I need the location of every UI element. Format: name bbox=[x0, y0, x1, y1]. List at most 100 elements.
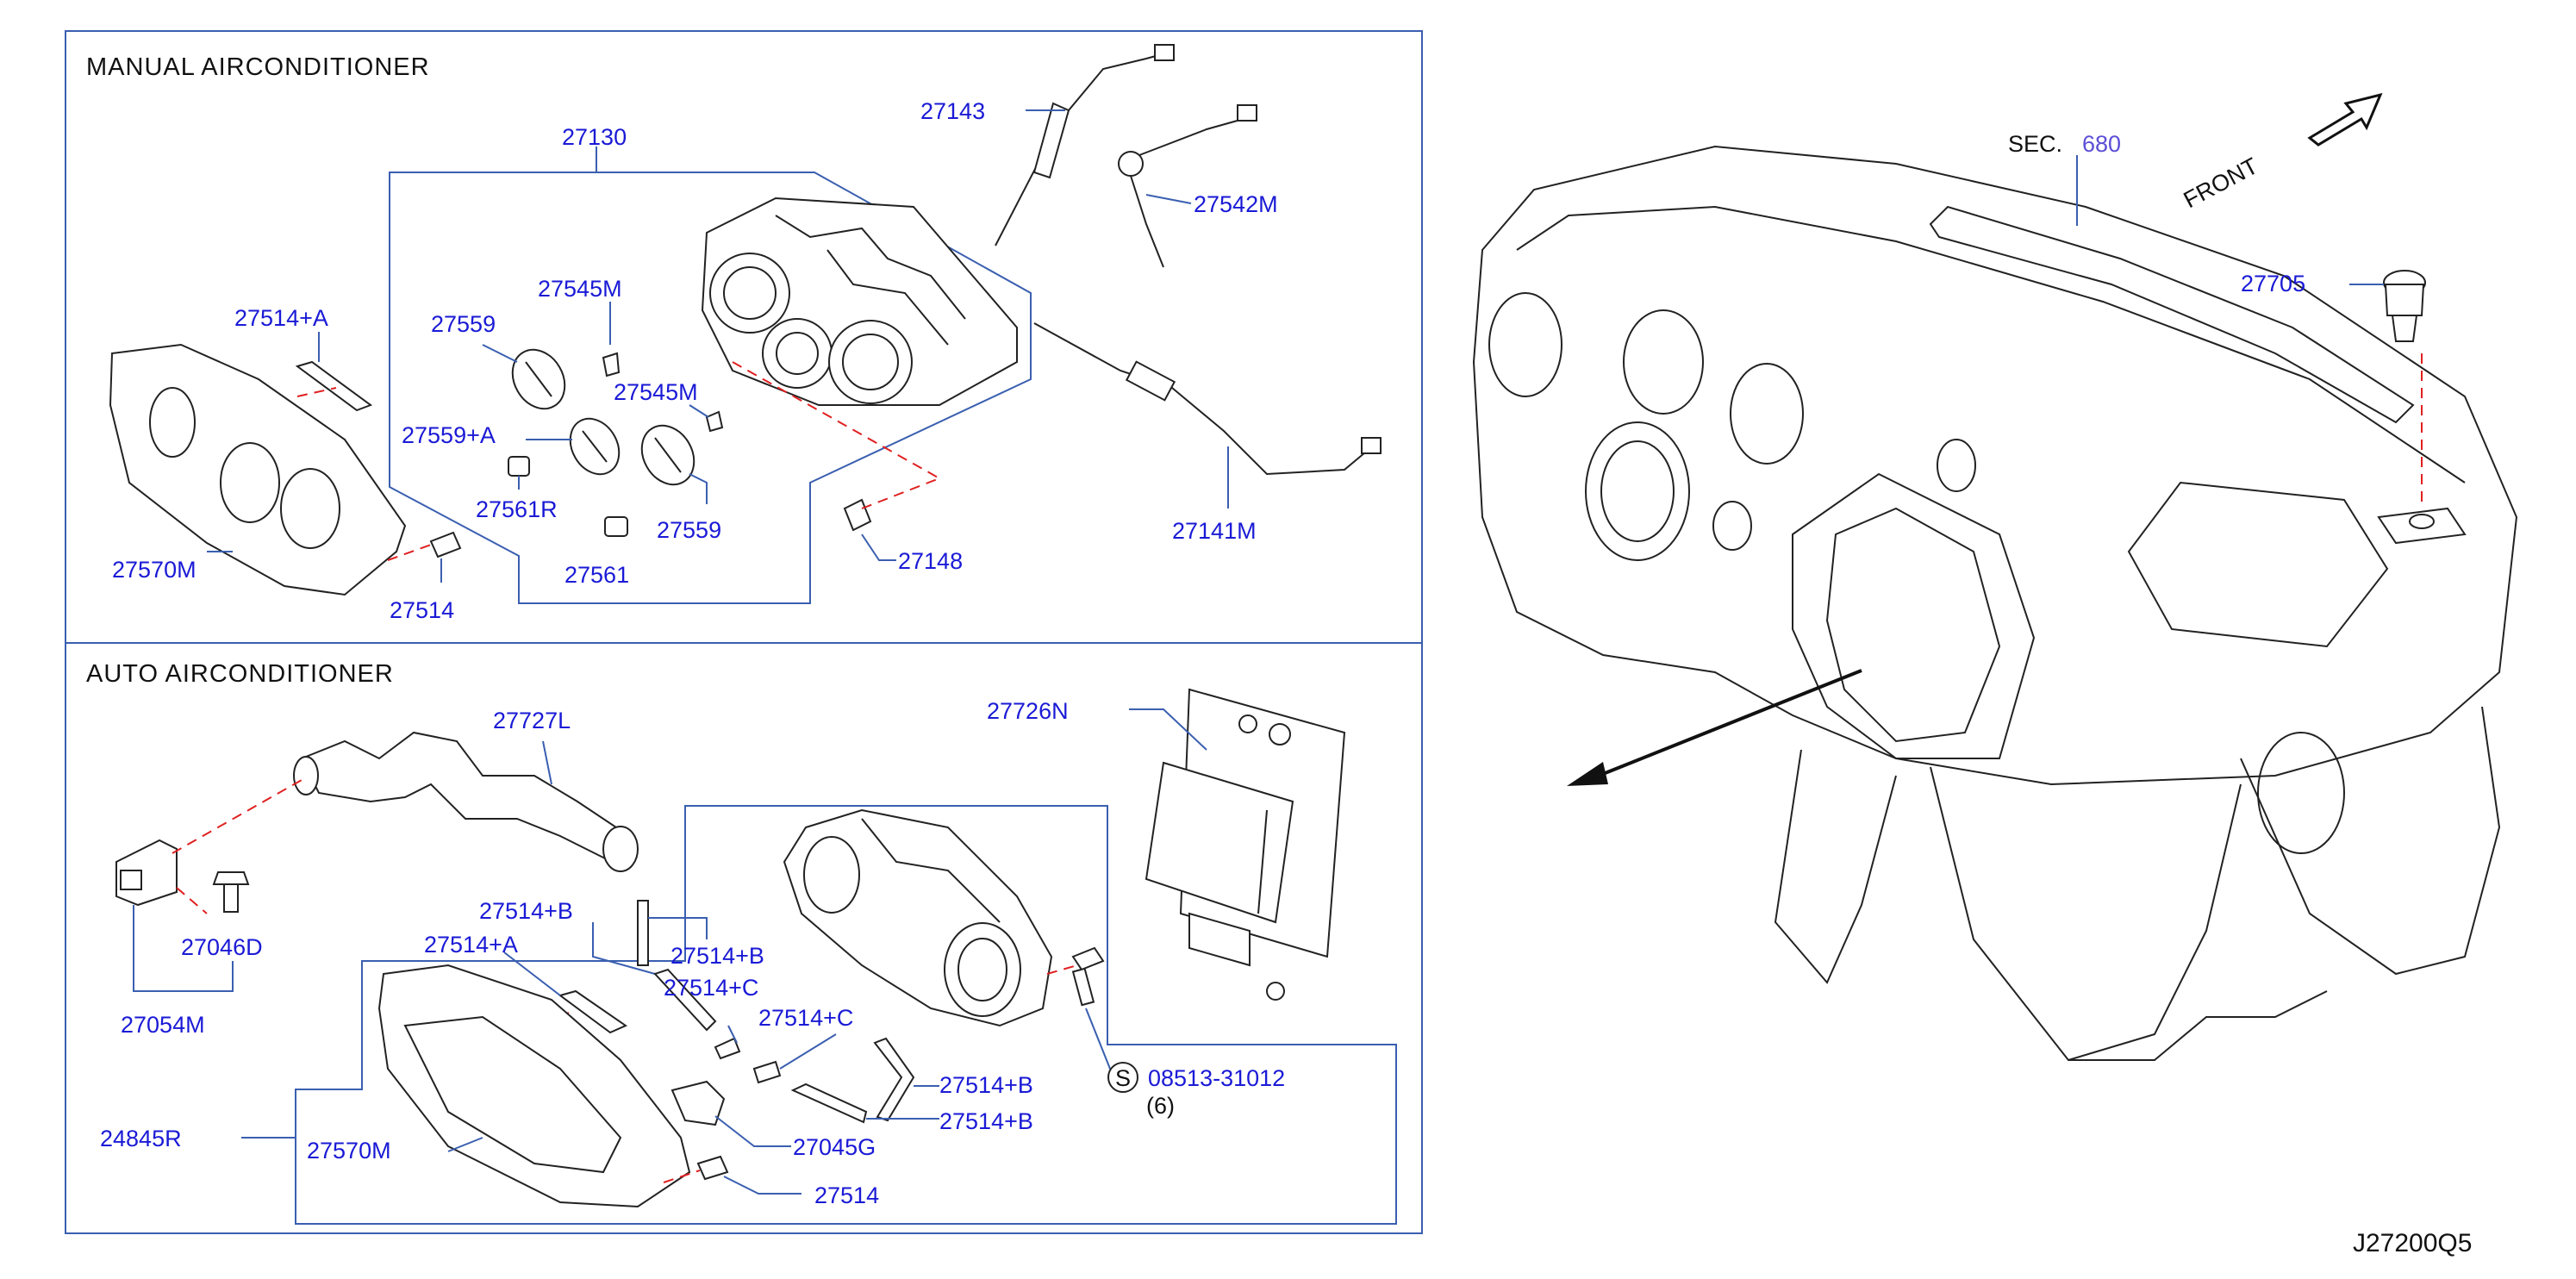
part-27561 bbox=[604, 516, 628, 537]
leader-27514C-lower bbox=[779, 1033, 837, 1070]
auto-section-frame bbox=[65, 642, 1423, 1234]
sensor-27542M bbox=[1118, 104, 1257, 268]
label-screw-qty: (6) bbox=[1146, 1093, 1175, 1119]
leader-27726N bbox=[1129, 708, 1207, 751]
module-27726N bbox=[1145, 688, 1346, 1001]
guide-27514A-manual bbox=[296, 387, 337, 397]
label-27143: 27143 bbox=[920, 98, 985, 124]
label-27559-upper: 27559 bbox=[431, 311, 496, 337]
label-27705: 27705 bbox=[2241, 271, 2305, 296]
screw-symbol-circle bbox=[1107, 1062, 1138, 1093]
part-27514B-upper bbox=[637, 900, 649, 966]
auto-section-title: AUTO AIRCONDITIONER bbox=[86, 660, 394, 688]
part-27514-auto bbox=[696, 1155, 729, 1181]
label-27559-lower: 27559 bbox=[657, 517, 721, 543]
part-27045G bbox=[671, 1080, 726, 1126]
part-27148 bbox=[843, 498, 872, 532]
label-27727L: 27727L bbox=[493, 708, 571, 733]
leader-27148 bbox=[861, 533, 896, 561]
part-27545M-upper bbox=[602, 352, 621, 377]
label-screw-part: 08513-31012 bbox=[1148, 1065, 1285, 1091]
guide-27148 bbox=[732, 361, 942, 509]
label-27046D: 27046D bbox=[181, 934, 263, 960]
leader-27727L bbox=[542, 740, 552, 785]
label-27045G: 27045G bbox=[793, 1134, 876, 1160]
guide-27046D bbox=[176, 887, 208, 914]
label-27514-manual: 27514 bbox=[390, 597, 454, 623]
cable-27141M bbox=[1033, 322, 1382, 476]
guide-27514-manual bbox=[387, 544, 432, 561]
label-27514C-upper: 27514+C bbox=[664, 975, 758, 1001]
guide-27514-auto bbox=[663, 1170, 701, 1183]
leader-screw bbox=[1085, 1008, 1113, 1074]
part-27514C-upper bbox=[653, 968, 717, 1032]
label-27514C-lower: 27514+C bbox=[758, 1005, 853, 1031]
leader-27559-upper bbox=[482, 344, 518, 363]
leader-27045G bbox=[714, 1115, 791, 1147]
label-27545M-upper: 27545M bbox=[538, 276, 622, 302]
direction-arrow bbox=[1567, 669, 1862, 786]
sec-label: SEC. bbox=[2008, 131, 2062, 157]
label-27514B-right-upper: 27514+B bbox=[671, 943, 764, 969]
guide-screw bbox=[1046, 964, 1078, 975]
part-27514A-auto bbox=[558, 989, 628, 1034]
label-27542M: 27542M bbox=[1194, 191, 1278, 217]
cable-27143 bbox=[995, 44, 1175, 246]
leader-27514-auto bbox=[723, 1176, 801, 1195]
part-27514A-manual bbox=[295, 360, 373, 412]
part-27514B-bottom bbox=[790, 1082, 868, 1124]
part-27514C-lower bbox=[752, 1060, 782, 1084]
part-27514B-right bbox=[873, 1037, 915, 1122]
instrument-panel bbox=[1472, 145, 2518, 1062]
knob-27559A bbox=[569, 417, 621, 476]
part-27545M-lower bbox=[705, 410, 724, 433]
label-27570M-manual: 27570M bbox=[112, 557, 196, 583]
label-27514B-left: 27514+B bbox=[479, 898, 573, 924]
label-27054M: 27054M bbox=[121, 1012, 205, 1038]
heater-control-unit-manual bbox=[701, 197, 1018, 406]
leader-27570M-auto bbox=[447, 1137, 483, 1152]
label-27545M-lower: 27545M bbox=[614, 379, 698, 405]
sensor-27054M bbox=[115, 839, 178, 907]
leader-27542M bbox=[1145, 194, 1192, 204]
leader-27514A-auto bbox=[503, 951, 561, 996]
label-27514B-right-lower: 27514+B bbox=[939, 1108, 1033, 1134]
label-27141M: 27141M bbox=[1172, 518, 1257, 544]
label-27726N: 27726N bbox=[987, 698, 1069, 724]
label-27514A-auto: 27514+A bbox=[424, 932, 518, 958]
diagram-code: J27200Q5 bbox=[2353, 1229, 2472, 1257]
front-label: FRONT bbox=[2180, 153, 2262, 213]
label-27514A-manual: 27514+A bbox=[234, 305, 328, 331]
part-27514-manual bbox=[429, 531, 462, 558]
finisher-27570M-auto bbox=[377, 964, 691, 1208]
heater-control-unit-auto bbox=[783, 808, 1053, 1027]
label-27570M-auto: 27570M bbox=[307, 1138, 391, 1164]
leader-27559-lower bbox=[689, 473, 708, 504]
screw-27046D bbox=[212, 871, 250, 913]
sec-number: 680 bbox=[2082, 131, 2121, 157]
manual-section-title: MANUAL AIRCONDITIONER bbox=[86, 53, 430, 81]
screw-08513-31012 bbox=[1071, 946, 1105, 1007]
bracket-27130 bbox=[389, 147, 1032, 604]
label-27561: 27561 bbox=[564, 562, 629, 588]
screw-symbol: S bbox=[1115, 1065, 1131, 1091]
knob-27559-lower bbox=[640, 424, 695, 486]
label-27148: 27148 bbox=[898, 548, 963, 574]
part-27514C-small bbox=[714, 1037, 741, 1060]
leader-27514B-left bbox=[592, 922, 656, 975]
knob-27559-upper bbox=[511, 348, 566, 410]
leader-27514B-upper bbox=[648, 917, 708, 939]
leader-27545M-lower bbox=[689, 404, 709, 418]
part-27561R bbox=[508, 456, 530, 477]
bracket-24845R bbox=[295, 805, 1397, 1225]
label-27514B-right-mid: 27514+B bbox=[939, 1072, 1033, 1098]
switch-27705 bbox=[2383, 270, 2426, 342]
label-24845R: 24845R bbox=[100, 1126, 182, 1151]
label-27514-auto: 27514 bbox=[814, 1182, 879, 1208]
leader-27054M bbox=[133, 905, 234, 992]
finisher-27570M-manual bbox=[109, 343, 407, 596]
front-arrow-icon bbox=[2307, 92, 2383, 147]
label-27559A: 27559+A bbox=[402, 422, 496, 448]
duct-27727L bbox=[293, 731, 639, 872]
